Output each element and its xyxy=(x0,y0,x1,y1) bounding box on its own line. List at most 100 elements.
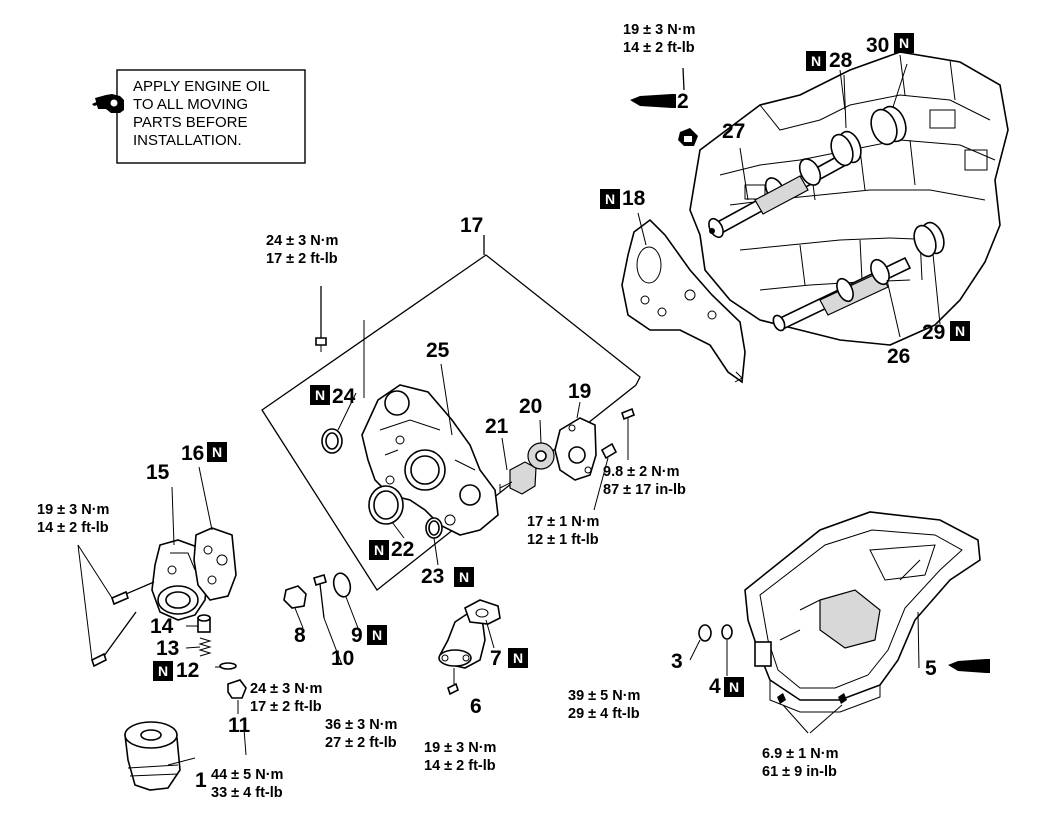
balancer-shaft-26 xyxy=(772,256,912,332)
svg-text:N: N xyxy=(315,387,325,403)
torque-10-nm: 36 ± 3 N·m xyxy=(325,717,397,733)
svg-text:N: N xyxy=(459,569,469,585)
engine-block xyxy=(689,51,1009,346)
callout-12: 12 xyxy=(176,659,199,682)
note-line-4: INSTALLATION. xyxy=(133,132,242,149)
gasket-4 xyxy=(721,624,733,676)
gasket-16 xyxy=(193,527,237,601)
oil-filter-1 xyxy=(124,721,196,791)
replace-marks: N N N N N N N N N N N N xyxy=(153,33,970,697)
n-mark-29: N xyxy=(950,321,970,341)
bearing-29 xyxy=(913,221,945,258)
callout-23: 23 xyxy=(421,565,444,588)
callout-11: 11 xyxy=(228,714,251,737)
note-line-3: PARTS BEFORE xyxy=(133,114,247,131)
case-bolt xyxy=(315,286,365,398)
oil-pressure-switch-8 xyxy=(283,585,307,629)
torque-3-ftlb: 29 ± 4 ft-lb xyxy=(568,706,640,722)
oil-screen-6 xyxy=(438,611,486,696)
torque-bracket-nm: 19 ± 3 N·m xyxy=(37,502,109,518)
pump-cover-19 xyxy=(554,417,597,481)
oil-seal-22 xyxy=(368,485,404,525)
callout-17: 17 xyxy=(460,214,483,237)
n-mark-12: N xyxy=(153,661,173,681)
callout-20: 20 xyxy=(519,395,542,418)
callout-30: 30 xyxy=(866,34,889,57)
pan-bolts xyxy=(777,693,847,734)
torque-plug2-nm: 19 ± 3 N·m xyxy=(623,22,695,38)
relief-spring-13 xyxy=(198,637,212,657)
oil-pan-5 xyxy=(744,511,981,713)
callout-19: 19 xyxy=(568,380,591,403)
callout-1: 1 xyxy=(195,769,207,792)
svg-text:N: N xyxy=(729,679,739,695)
n-mark-7: N xyxy=(508,648,528,668)
callout-26: 26 xyxy=(887,345,910,368)
gear-20 xyxy=(527,442,555,470)
bearing-28 xyxy=(830,130,862,167)
torque-11-ftlb: 17 ± 2 ft-lb xyxy=(250,699,322,715)
balancer-shaft-27 xyxy=(708,153,848,239)
callout-25: 25 xyxy=(426,339,450,362)
sealant-tube-icon-pan xyxy=(948,659,990,673)
gasket-18 xyxy=(621,218,746,384)
callout-9: 9 xyxy=(351,624,363,647)
callout-6: 6 xyxy=(470,695,482,718)
torque-11b-nm: 44 ± 5 N·m xyxy=(211,767,283,783)
callout-18: 18 xyxy=(622,187,646,210)
o-ring-23 xyxy=(425,517,443,539)
note-line-1: APPLY ENGINE OIL xyxy=(133,78,270,95)
svg-text:N: N xyxy=(374,542,384,558)
n-mark-24: N xyxy=(310,385,330,405)
pump-plug xyxy=(593,442,618,511)
callout-2: 2 xyxy=(677,90,689,113)
callout-15: 15 xyxy=(146,461,170,484)
torque-cover-nm: 24 ± 3 N·m xyxy=(266,233,338,249)
svg-text:N: N xyxy=(212,444,222,460)
n-mark-23: N xyxy=(454,567,474,587)
n-mark-9: N xyxy=(367,625,387,645)
torque-pump-plug-nm: 17 ± 1 N·m xyxy=(527,514,599,530)
svg-text:N: N xyxy=(955,323,965,339)
svg-text:N: N xyxy=(811,53,821,69)
bearing-30 xyxy=(870,105,907,146)
drain-plug-3 xyxy=(689,624,712,661)
callout-21: 21 xyxy=(485,415,509,438)
o-ring-9 xyxy=(332,572,352,598)
callout-27: 27 xyxy=(722,120,745,143)
torque-plug2-ftlb: 14 ± 2 ft-lb xyxy=(623,40,695,56)
plug-11 xyxy=(227,679,247,756)
bolt-10 xyxy=(313,574,343,666)
torque-3-nm: 39 ± 5 N·m xyxy=(568,688,640,704)
n-mark-18: N xyxy=(600,189,620,209)
torque-cover-ftlb: 17 ± 2 ft-lb xyxy=(266,251,338,267)
torque-pump-screw-inlb: 87 ± 17 in-lb xyxy=(603,482,686,498)
svg-text:N: N xyxy=(605,191,615,207)
svg-text:N: N xyxy=(372,627,382,643)
bracket-bolts xyxy=(77,544,155,668)
n-mark-22: N xyxy=(369,540,389,560)
svg-text:N: N xyxy=(513,650,523,666)
torque-10-ftlb: 27 ± 2 ft-lb xyxy=(325,735,397,751)
callout-3: 3 xyxy=(671,650,683,673)
relief-plunger-14 xyxy=(197,614,211,633)
leader-lines xyxy=(171,63,941,669)
gasket-7 xyxy=(464,599,501,625)
note-line-2: TO ALL MOVING xyxy=(133,96,248,113)
plug-2 xyxy=(678,128,698,146)
torque-6-ftlb: 14 ± 2 ft-lb xyxy=(424,758,496,774)
callout-22: 22 xyxy=(391,538,414,561)
callout-4: 4 xyxy=(709,675,721,698)
callout-7: 7 xyxy=(490,647,502,670)
torque-bracket-ftlb: 14 ± 2 ft-lb xyxy=(37,520,109,536)
callouts: 1 2 3 4 5 6 7 8 9 10 11 12 13 14 15 16 1… xyxy=(146,34,945,792)
n-mark-16: N xyxy=(207,442,227,462)
n-mark-30: N xyxy=(894,33,914,53)
torque-6-nm: 19 ± 3 N·m xyxy=(424,740,496,756)
callout-28: 28 xyxy=(829,49,853,72)
callout-8: 8 xyxy=(294,624,306,647)
gasket-12 xyxy=(219,662,237,670)
svg-text:N: N xyxy=(158,663,168,679)
torque-pump-plug-ftlb: 12 ± 1 ft-lb xyxy=(527,532,599,548)
